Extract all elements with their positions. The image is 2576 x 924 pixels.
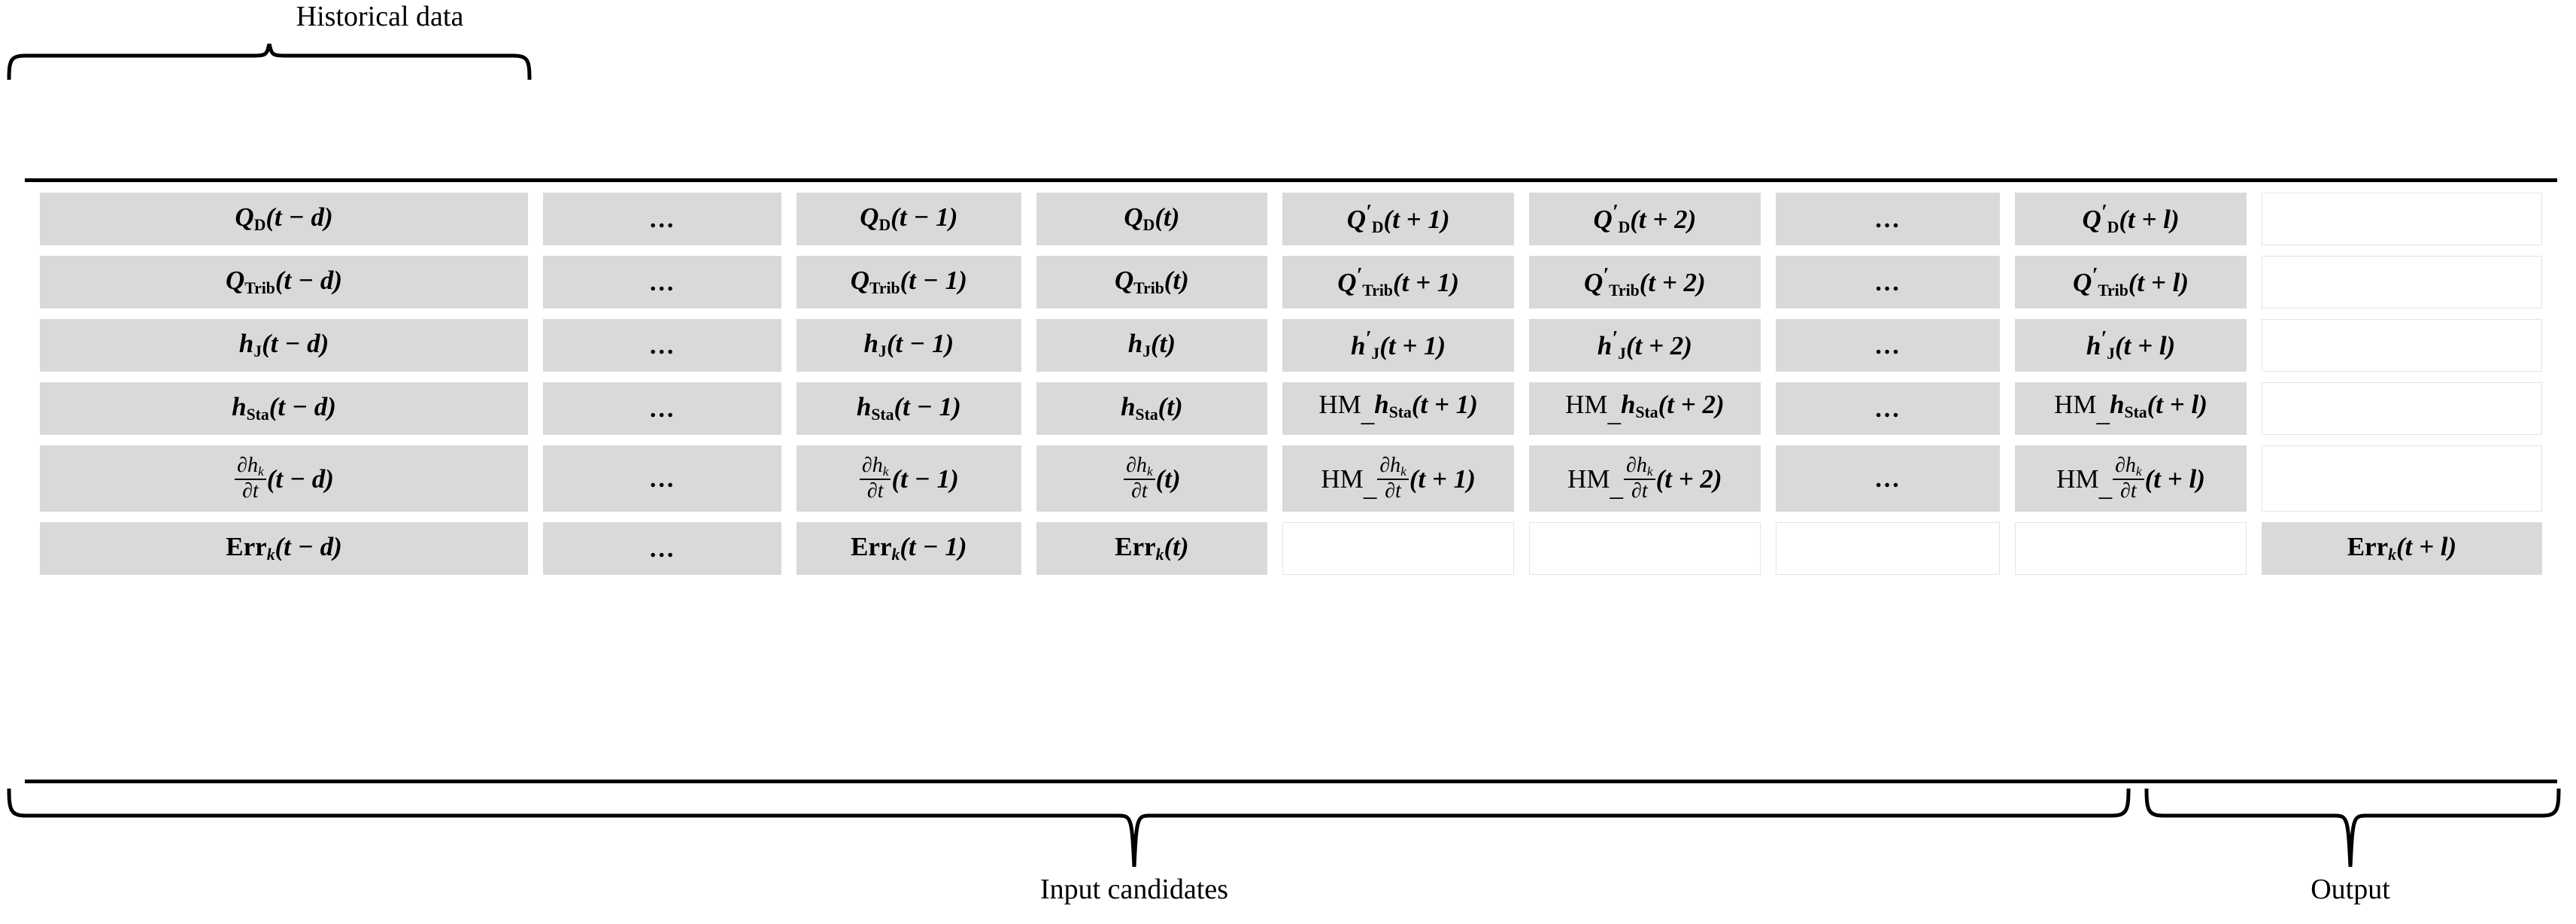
cell-h-sta-output: [2261, 382, 2542, 435]
cell-q-trib-t+1: Q′Trib(t + 1): [1282, 256, 1514, 309]
input-candidates-label: Input candidates: [1039, 874, 1229, 905]
cell-q-trib-ellipsis-left: …: [543, 256, 782, 309]
cell-err-k-t+1: [1282, 522, 1514, 575]
cell-q-d-t-d: QD(t − d): [40, 193, 529, 245]
cell-q-trib-t+2: Q′Trib(t + 2): [1529, 256, 1761, 309]
cell-q-d-output: [2261, 193, 2542, 245]
cell-q-d-t+1: Q′D(t + 1): [1282, 193, 1514, 245]
cell-dh-k-dt-ellipsis-left: …: [543, 445, 782, 512]
cell-h-sta-t+l: HM_hSta(t + l): [2015, 382, 2247, 435]
cell-dh-k-dt-t+1: HM_∂hk∂t(t + 1): [1282, 445, 1514, 512]
cell-q-trib-output: [2261, 256, 2542, 309]
table-row: QD(t − d) … QD(t − 1) QD(t) Q′D(t + 1) Q′D(t …: [40, 193, 2542, 245]
cell-q-trib-t-d: QTrib(t − d): [40, 256, 529, 309]
cell-dh-k-dt-ellipsis-right: …: [1775, 445, 2001, 512]
cell-h-j-ellipsis-right: …: [1775, 319, 2001, 372]
cell-h-j-t+1: h′J(t + 1): [1282, 319, 1514, 372]
cell-q-d-t: QD(t): [1036, 193, 1268, 245]
cell-q-trib-t: QTrib(t): [1036, 256, 1268, 309]
cell-err-k-output: Errk(t + l): [2261, 522, 2542, 575]
cell-err-k-t+l: [2015, 522, 2247, 575]
historical-data-label: Historical data: [296, 1, 464, 32]
cell-h-sta-t+1: HM_hSta(t + 1): [1282, 382, 1514, 435]
cell-h-sta-t-d: hSta(t − d): [40, 382, 529, 435]
cell-q-trib-t-1: QTrib(t − 1): [796, 256, 1021, 309]
output-label: Output: [2311, 874, 2390, 905]
cell-h-sta-ellipsis-left: …: [543, 382, 782, 435]
output-brace: [2144, 788, 2561, 868]
cell-dh-k-dt-t-1: ∂hk∂t(t − 1): [796, 445, 1021, 512]
cell-err-k-ellipsis-right: [1775, 522, 2001, 575]
cell-err-k-t: Errk(t): [1036, 522, 1268, 575]
table-row: QTrib(t − d) … QTrib(t − 1) QTrib(t) Q′Trib(…: [40, 256, 2542, 309]
cell-dh-k-dt-t+l: HM_∂hk∂t(t + l): [2015, 445, 2247, 512]
cell-h-j-output: [2261, 319, 2542, 372]
cell-dh-k-dt-t-d: ∂hk∂t(t − d): [40, 445, 529, 512]
cell-h-j-t+l: h′J(t + l): [2015, 319, 2247, 372]
cell-q-d-ellipsis-left: …: [543, 193, 782, 245]
cell-q-trib-t+l: Q′Trib(t + l): [2015, 256, 2247, 309]
cell-h-sta-t+2: HM_hSta(t + 2): [1529, 382, 1761, 435]
table-row: hJ(t − d) … hJ(t − 1) hJ(t) h′J(t + 1) h′J(t …: [40, 319, 2542, 372]
input-output-matrix: QD(t − d) … QD(t − 1) QD(t) Q′D(t + 1) Q′D(t …: [25, 178, 2557, 783]
cell-h-sta-t-1: hSta(t − 1): [796, 382, 1021, 435]
cell-h-j-t: hJ(t): [1036, 319, 1268, 372]
cell-err-k-t+2: [1529, 522, 1761, 575]
cell-q-d-t+2: Q′D(t + 2): [1529, 193, 1761, 245]
input-candidates-brace: [7, 788, 2131, 868]
cell-dh-k-dt-t: ∂hk∂t(t): [1036, 445, 1268, 512]
table-row: Errk(t − d) … Errk(t − 1) Errk(t) Errk(t + l…: [40, 522, 2542, 575]
cell-q-d-ellipsis-right: …: [1775, 193, 2001, 245]
cell-dh-k-dt-t+2: HM_∂hk∂t(t + 2): [1529, 445, 1761, 512]
cell-err-k-t-d: Errk(t − d): [40, 522, 529, 575]
historical-data-brace: [7, 44, 532, 81]
table-body: QD(t − d) … QD(t − 1) QD(t) Q′D(t + 1) Q′D(t …: [40, 193, 2542, 575]
cell-h-j-t-d: hJ(t − d): [40, 319, 529, 372]
cell-q-d-t+l: Q′D(t + l): [2015, 193, 2247, 245]
cell-q-d-t-1: QD(t − 1): [796, 193, 1021, 245]
cell-h-j-ellipsis-left: …: [543, 319, 782, 372]
cell-dh-k-dt-output: [2261, 445, 2542, 512]
feature-table: QD(t − d) … QD(t − 1) QD(t) Q′D(t + 1) Q′D(t …: [25, 182, 2557, 585]
cell-h-j-t+2: h′J(t + 2): [1529, 319, 1761, 372]
cell-err-k-t-1: Errk(t − 1): [796, 522, 1021, 575]
cell-h-sta-ellipsis-right: …: [1775, 382, 2001, 435]
cell-err-k-ellipsis-left: …: [543, 522, 782, 575]
cell-q-trib-ellipsis-right: …: [1775, 256, 2001, 309]
cell-h-sta-t: hSta(t): [1036, 382, 1268, 435]
cell-h-j-t-1: hJ(t − 1): [796, 319, 1021, 372]
table-row: hSta(t − d) … hSta(t − 1) hSta(t) HM_hSta(t …: [40, 382, 2542, 435]
table-row: ∂hk∂t(t − d)…∂hk∂t(t − 1)∂hk∂t(t)HM_∂hk∂…: [40, 445, 2542, 512]
